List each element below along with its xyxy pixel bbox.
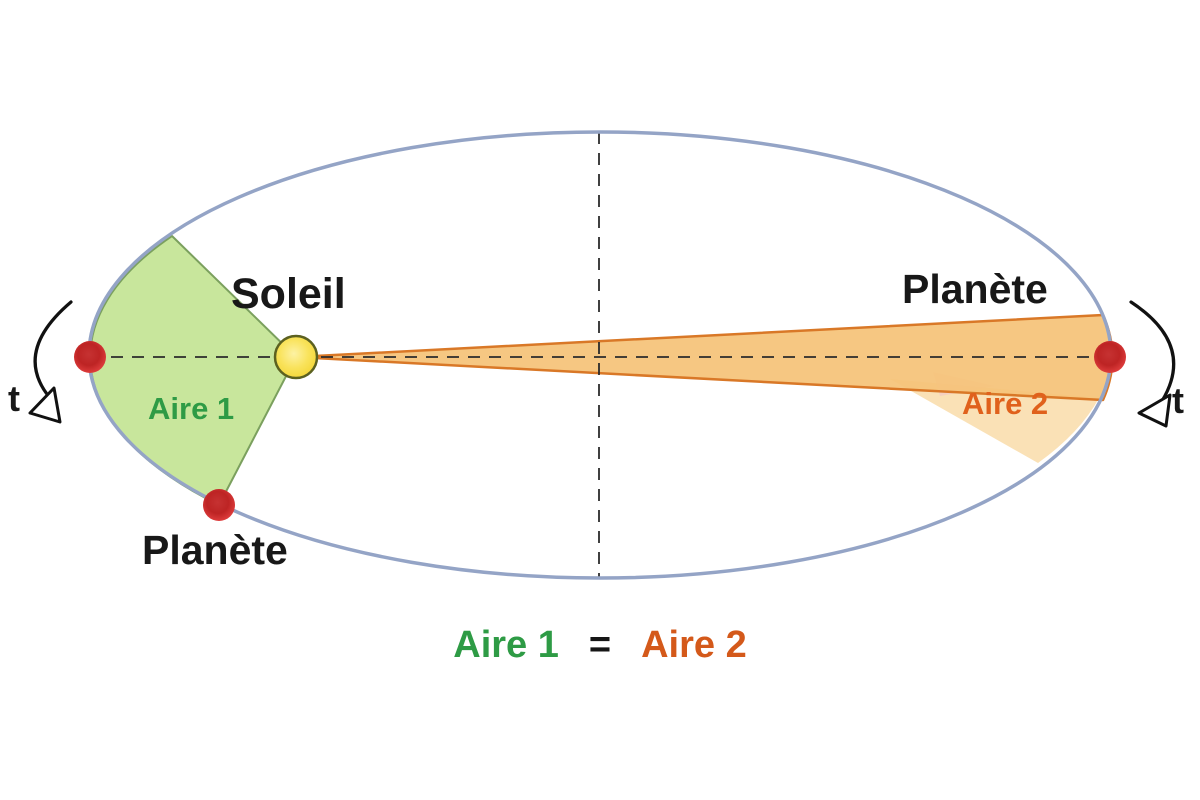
area2-faded-sector [890,379,1099,463]
time-arrow-right [1129,300,1176,403]
sun-dot [273,334,319,380]
time-label-right: t [1172,380,1184,421]
equation-lhs: Aire 1 [453,624,559,666]
area2-label: Aire 2 [962,386,1049,421]
planet-dot-left [74,341,106,373]
area1-label: Aire 1 [148,391,235,426]
area-equality-equation: Aire 1 = Aire 2 [0,624,1200,667]
planet-label-right: Planète [902,266,1048,312]
time-arrowhead-left-icon [28,386,62,424]
planet-dot-bottom [203,489,235,521]
time-arrowhead-right-icon [1137,393,1172,428]
planet-label-bottom: Planète [142,527,288,573]
time-arrow-left [33,300,73,400]
sun-label: Soleil [231,270,346,318]
equals-sign: = [588,624,612,666]
time-label-left: t [8,378,20,419]
planet-dot-right [1094,341,1126,373]
equation-rhs: Aire 2 [641,624,747,666]
